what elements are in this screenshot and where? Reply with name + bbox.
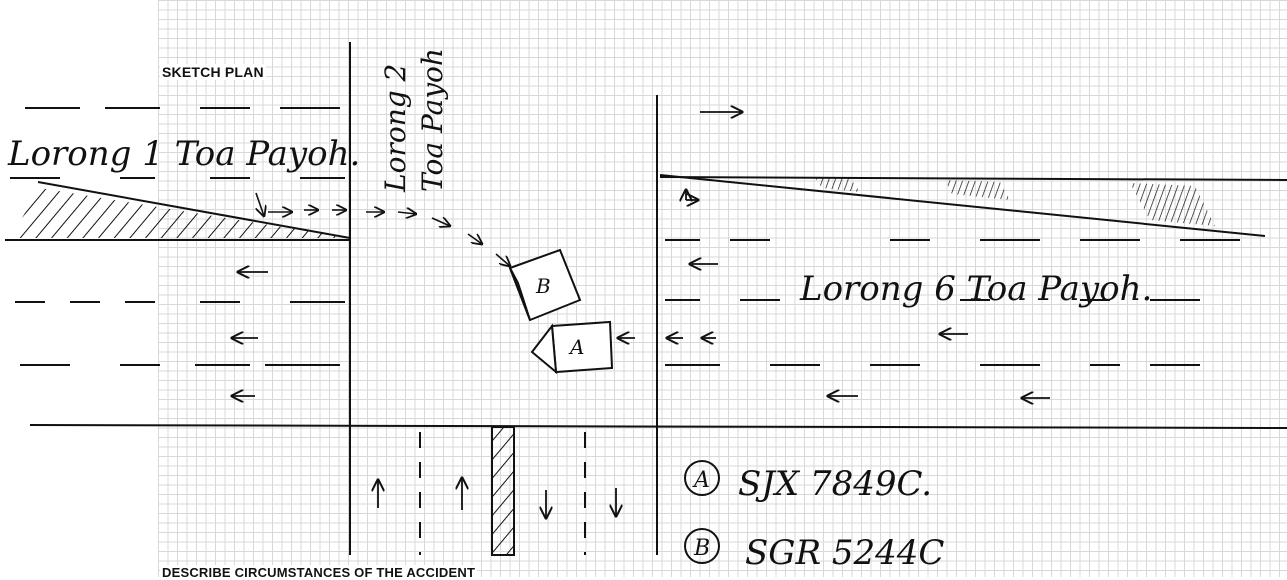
right-hatch-2 bbox=[945, 180, 1010, 200]
grid-paper-background bbox=[158, 0, 1287, 577]
legend-a-marker: A bbox=[692, 468, 710, 493]
vehicle-b-path bbox=[255, 192, 510, 266]
legend-b-marker: B bbox=[693, 536, 710, 561]
sketch-plan-title: SKETCH PLAN bbox=[160, 64, 266, 80]
divider-hatched bbox=[491, 426, 515, 556]
road-label-lorong-1: Lorong 1 Toa Payoh. bbox=[7, 134, 360, 174]
vehicle-b: B bbox=[508, 248, 582, 322]
right-hatch-1 bbox=[815, 178, 860, 192]
road-label-lorong-2-line2: Toa Payoh bbox=[416, 48, 449, 192]
circle-a-icon bbox=[684, 460, 720, 496]
left-divider-taper bbox=[37, 181, 351, 239]
right-road-upper-edge bbox=[659, 176, 1287, 181]
traffic-arrows bbox=[232, 112, 1050, 518]
vehicle-b-marker: B bbox=[535, 274, 551, 298]
road-label-lorong-6: Lorong 6 Toa Payoh. bbox=[799, 269, 1152, 309]
right-divider-taper bbox=[659, 174, 1266, 237]
road-label-lorong-2-line1: Lorong 2 bbox=[379, 64, 412, 193]
road-edges bbox=[5, 42, 1287, 555]
main-road-lower-edge bbox=[29, 424, 1287, 429]
vehicle-a-marker: A bbox=[568, 335, 584, 359]
left-hatched-area bbox=[10, 188, 350, 238]
plate-b: SGR 5244C bbox=[745, 533, 944, 573]
vehicle-a: A bbox=[530, 320, 614, 375]
right-hatch-3 bbox=[1130, 183, 1215, 226]
lane-markings bbox=[10, 107, 1240, 555]
describe-circumstances-label: DESCRIBE CIRCUMSTANCES OF THE ACCIDENT bbox=[160, 565, 478, 580]
plate-a: SJX 7849C. bbox=[738, 464, 932, 504]
circle-b-icon bbox=[684, 528, 720, 564]
